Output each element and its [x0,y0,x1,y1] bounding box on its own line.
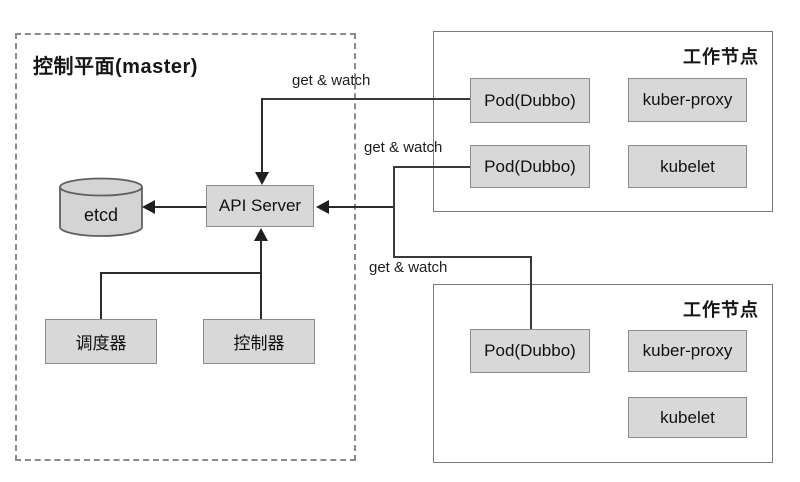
edge-label-get-watch-top: get & watch [292,72,371,89]
scheduler-label: 调度器 [75,334,127,353]
edge-apiserver-etcd-hsegment [154,206,206,208]
arrowhead-into-etcd-icon [142,200,155,214]
worker-top-kubelet-label: kubelet [660,156,715,176]
worker-node-bottom-title: 工作节点 [683,300,759,320]
worker-top-pod2-box: Pod(Dubbo) [470,145,590,188]
worker-top-kube-proxy-label: kuber-proxy [642,90,733,109]
worker-top-kube-proxy-box: kuber-proxy [628,78,747,122]
worker-top-pod2-label: Pod(Dubbo) [484,156,576,176]
edge-label-get-watch-bottom: get & watch [369,259,448,276]
arrowhead-into-apiserver-right-icon [316,200,329,214]
edge-pod1-apiserver-vsegment [261,98,263,174]
edge-pod2-apiserver-vsegment [393,166,395,207]
edge-pod2-apiserver-hsegment1 [393,166,470,168]
arrowhead-into-apiserver-bottom-icon [254,228,268,241]
edge-scheduler-vsegment [100,272,102,319]
edge-pod3-vsegment [530,256,532,329]
worker-bottom-pod-label: Pod(Dubbo) [484,341,576,360]
api-server-box: API Server [206,185,314,227]
edge-label-get-watch-middle: get & watch [364,139,443,156]
etcd-cylinder: etcd [58,177,144,238]
worker-top-pod1-box: Pod(Dubbo) [470,78,590,123]
worker-bottom-kubelet-box: kubelet [628,397,747,438]
arrowhead-into-apiserver-top-icon [255,172,269,185]
api-server-label: API Server [218,196,302,215]
worker-node-top-title: 工作节点 [683,47,759,67]
edge-pod1-apiserver-hsegment [262,98,470,100]
worker-bottom-kube-proxy-box: kuber-proxy [628,330,747,372]
controller-label: 控制器 [233,334,285,353]
edge-controller-apiserver-vsegment [260,239,262,274]
cylinder-shape [59,177,143,237]
worker-bottom-pod-box: Pod(Dubbo) [470,329,590,373]
worker-bottom-kubelet-label: kubelet [660,407,715,427]
worker-bottom-kube-proxy-label: kuber-proxy [642,341,733,360]
scheduler-box: 调度器 [45,319,157,364]
edge-pod2-apiserver-hsegment2 [328,206,395,208]
edge-controller-vsegment2 [260,272,262,319]
edge-scheduler-controller-hsegment [100,272,262,274]
worker-top-kubelet-box: kubelet [628,145,747,188]
worker-top-pod1-label: Pod(Dubbo) [484,90,576,110]
etcd-label: etcd [83,205,119,225]
edge-pod3-trunk-vsegment [393,205,395,258]
edge-pod3-hsegment [393,256,532,258]
controller-box: 控制器 [203,319,315,364]
control-plane-title: 控制平面(master) [33,56,198,78]
control-plane-box [15,33,356,461]
